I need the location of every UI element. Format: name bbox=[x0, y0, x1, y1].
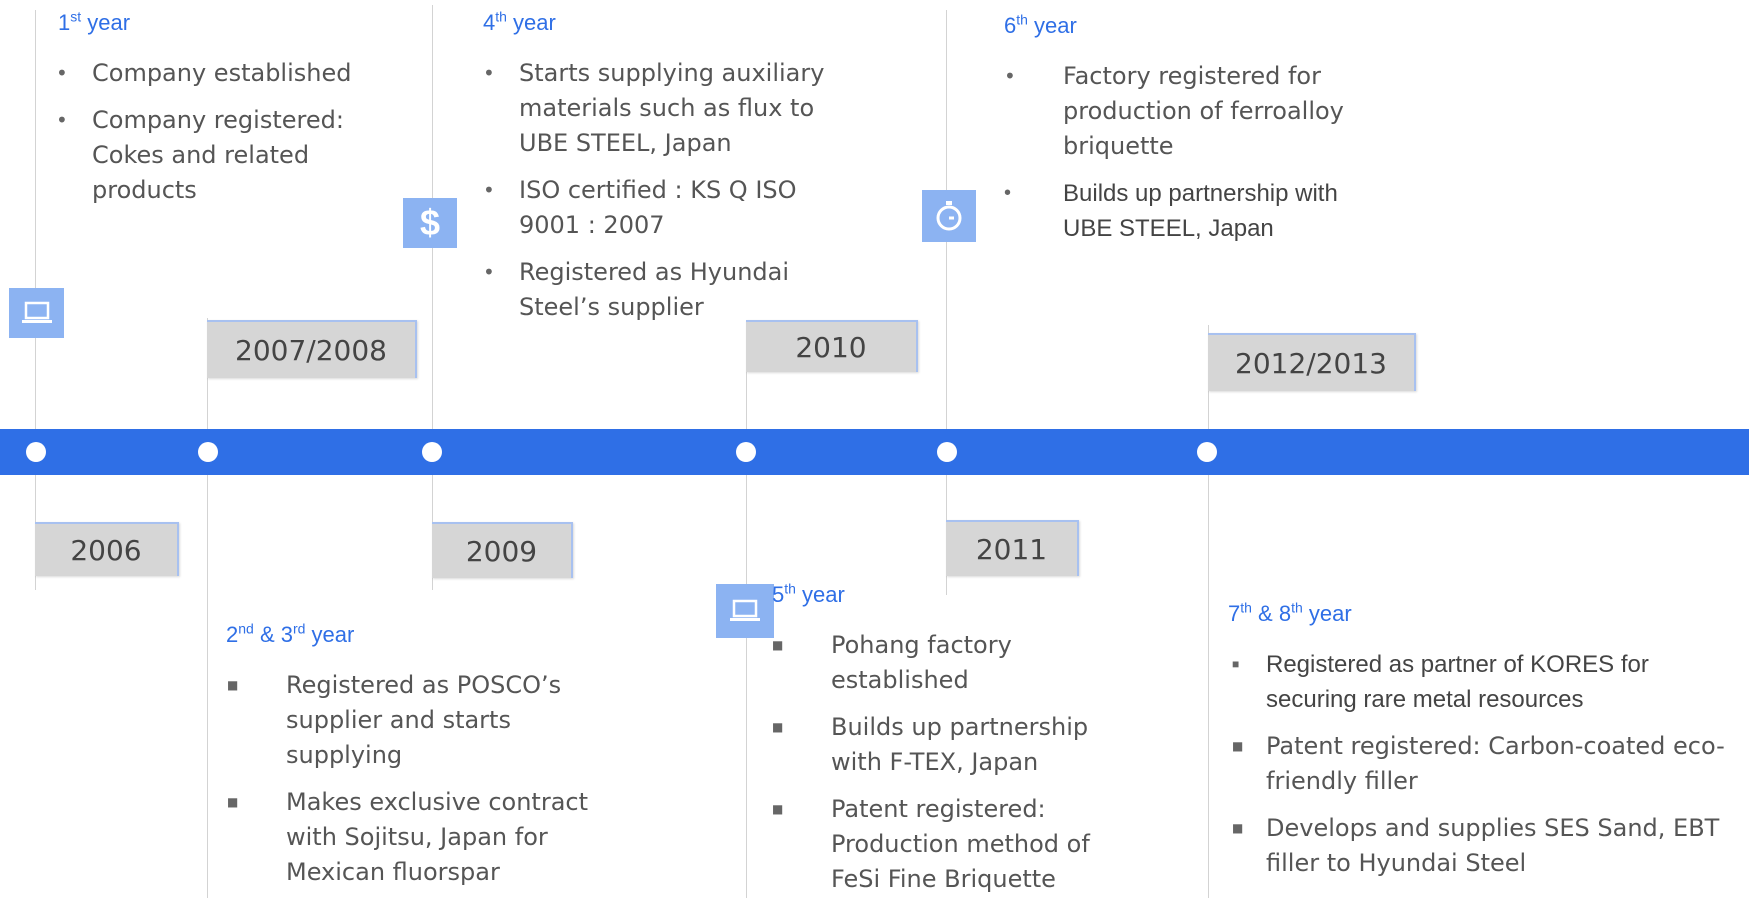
timeline-dot-2012 bbox=[1197, 442, 1217, 462]
list-item: ■Patent registered: Carbon-coated eco-fr… bbox=[1232, 732, 1725, 795]
list-item: •Company registered: Cokes and related p… bbox=[56, 106, 344, 204]
year-box-2009: 2009 bbox=[432, 522, 573, 578]
list-item: •ISO certified : KS Q ISO 9001 : 2007 bbox=[483, 176, 797, 239]
heading-1st-year: 1st year bbox=[58, 8, 131, 35]
list-7th-8th-year: ■Registered as partner of KORES for secu… bbox=[1232, 647, 1736, 893]
year-box-2010: 2010 bbox=[746, 320, 918, 372]
connector-line-2011 bbox=[946, 10, 947, 595]
list-item: •Starts supplying auxiliary materials su… bbox=[483, 59, 825, 157]
year-box-2011: 2011 bbox=[946, 520, 1079, 576]
list-item: •Registered as Hyundai Steel’s supplier bbox=[483, 258, 790, 321]
list-item: ■Registered as partner of KORES for secu… bbox=[1232, 651, 1649, 713]
timeline-dot-2006 bbox=[26, 442, 46, 462]
year-box-2007-2008: 2007/2008 bbox=[207, 320, 417, 378]
laptop-icon bbox=[716, 584, 774, 638]
dollar-glyph: $ bbox=[419, 202, 441, 243]
timeline-dot-2007 bbox=[198, 442, 218, 462]
heading-7th-8th-year: 7th & 8th year bbox=[1228, 599, 1352, 626]
list-item: ■Patent registered: Production method of… bbox=[772, 795, 1090, 893]
timeline-dot-2011 bbox=[937, 442, 957, 462]
list-item: ■Builds up partnership with F-TEX, Japan bbox=[772, 713, 1089, 776]
list-item: ■Develops and supplies SES Sand, EBT fil… bbox=[1232, 814, 1720, 877]
list-4th-year: •Starts supplying auxiliary materials su… bbox=[483, 56, 839, 337]
list-item: ■Registered as POSCO’s supplier and star… bbox=[227, 671, 562, 769]
heading-6th-year: 6th year bbox=[1004, 11, 1077, 38]
heading-4th-year: 4th year bbox=[483, 8, 556, 35]
heading-2nd-3rd-year: 2nd & 3rd year bbox=[226, 620, 355, 647]
laptop-icon bbox=[9, 288, 64, 338]
connector-line-2007 bbox=[207, 318, 208, 898]
connector-line-2009 bbox=[432, 5, 433, 590]
dollar-icon: $ bbox=[403, 198, 457, 248]
list-5th-year: ■Pohang factory established ■Builds up p… bbox=[772, 628, 1131, 909]
list-1st-year: •Company established •Company registered… bbox=[56, 56, 362, 220]
list-item: ■Pohang factory established bbox=[772, 631, 1012, 694]
timeline-band bbox=[0, 429, 1749, 475]
connector-line-2012 bbox=[1208, 325, 1209, 898]
list-6th-year: •Factory registered for production of fe… bbox=[1004, 59, 1353, 258]
stopwatch-icon bbox=[922, 190, 976, 242]
timeline-dot-2009 bbox=[422, 442, 442, 462]
timeline-dot-2010 bbox=[736, 442, 756, 462]
year-box-2012-2013: 2012/2013 bbox=[1208, 333, 1416, 391]
list-item: •Company established bbox=[56, 59, 352, 87]
heading-5th-year: 5th year bbox=[772, 580, 845, 607]
list-item: •Builds up partnership with UBE STEEL, J… bbox=[1004, 180, 1338, 242]
list-item: ■Makes exclusive contract with Sojitsu, … bbox=[227, 788, 589, 886]
year-box-2006: 2006 bbox=[35, 522, 179, 576]
list-item: •Factory registered for production of fe… bbox=[1004, 62, 1344, 160]
list-2nd-3rd-year: ■Registered as POSCO’s supplier and star… bbox=[227, 668, 616, 902]
